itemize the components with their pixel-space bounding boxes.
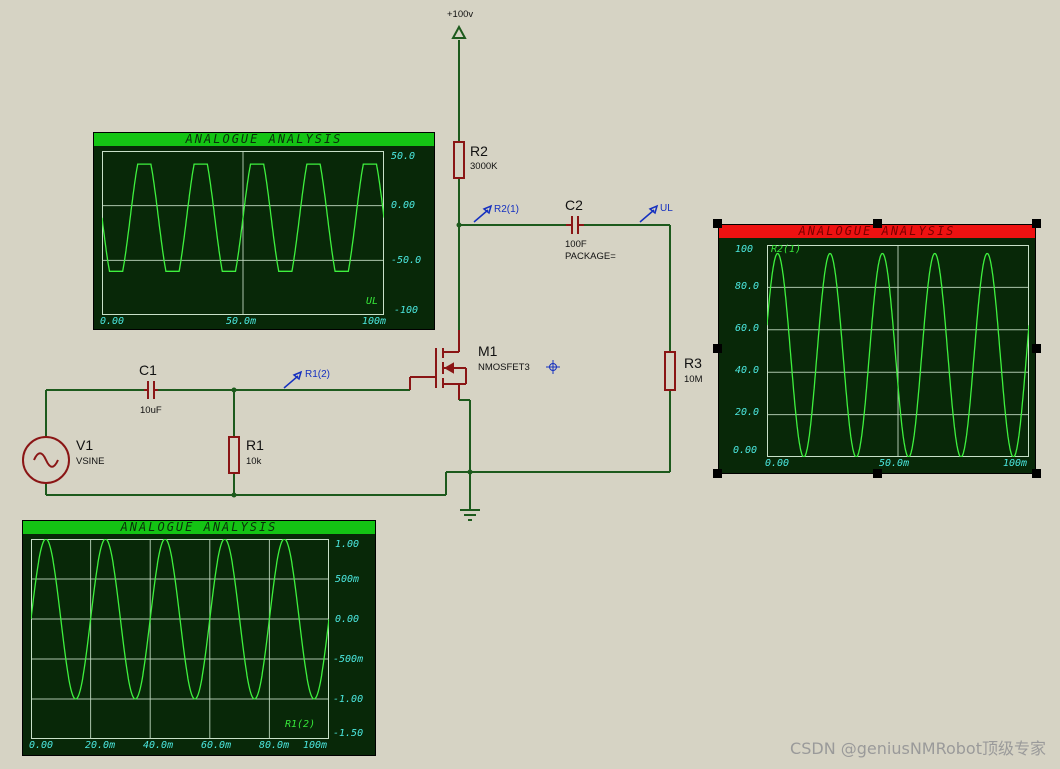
scope-r1-panel[interactable]: ANALOGUE ANALYSIS 1.00 500m 0.00 -500m -… (22, 520, 376, 756)
series-label: UL (366, 296, 379, 307)
m1-mosfet[interactable] (409, 330, 467, 400)
resize-handle[interactable] (1032, 469, 1041, 478)
x-tick: 0.00 (29, 740, 54, 751)
scope-r1-title: ANALOGUE ANALYSIS (23, 521, 375, 534)
m1-source-wire (459, 399, 471, 472)
resize-handle[interactable] (873, 219, 882, 228)
v1-source[interactable] (22, 436, 70, 484)
plot-border (767, 245, 1029, 457)
y-tick: -50.0 (391, 255, 422, 266)
series-R2(1)-line (767, 252, 1029, 457)
scope-ul-panel[interactable]: ANALOGUE ANALYSIS 50.0 0.00 -50.0 -100 0… (93, 132, 435, 330)
y-tick: 1.00 (335, 539, 360, 550)
c2-package: PACKAGE= (565, 251, 616, 262)
series-UL-line (102, 163, 384, 272)
c1-name: C1 (139, 362, 157, 378)
watermark: CSDN @geniusNMRobot顶级专家 (790, 739, 1046, 758)
m1-name: M1 (478, 343, 498, 359)
y-tick: 100 (735, 244, 754, 255)
y-tick: 0.00 (733, 445, 758, 456)
r1-resistor[interactable] (228, 436, 240, 474)
scope-r1-plot (31, 539, 329, 739)
c2-capacitor[interactable] (566, 216, 584, 234)
series-label: R2(1) (771, 244, 802, 255)
junctions (231, 222, 473, 498)
resize-handle[interactable] (713, 469, 722, 478)
ground-symbol (460, 509, 480, 521)
c1-value: 10uF (140, 405, 162, 416)
x-tick: 50.0m (879, 458, 910, 469)
resize-handle[interactable] (1032, 219, 1041, 228)
c2-name: C2 (565, 197, 583, 213)
y-tick: 20.0 (735, 407, 760, 418)
x-tick: 100m (303, 740, 328, 751)
v1-name: V1 (76, 437, 94, 453)
y-tick: 80.0 (735, 281, 760, 292)
scope-r2-panel[interactable]: ANALOGUE ANALYSIS 100 80.0 60.0 40.0 20.… (718, 224, 1036, 474)
resize-handle[interactable] (873, 469, 882, 478)
resize-handle[interactable] (713, 344, 722, 353)
x-tick: 0.00 (765, 458, 790, 469)
r2-resistor[interactable] (453, 141, 465, 179)
resize-handle[interactable] (713, 219, 722, 228)
y-tick: -1.50 (333, 728, 364, 739)
x-tick: 40.0m (143, 740, 174, 751)
r1-name: R1 (246, 437, 264, 453)
scope-r2-plot (767, 245, 1029, 457)
r1-probe-label: R1(2) (305, 369, 331, 380)
r3-resistor[interactable] (664, 351, 676, 391)
y-tick: -100 (394, 305, 419, 316)
y-tick: 40.0 (735, 365, 760, 376)
r2-value: 3000K (470, 161, 498, 172)
resize-handle[interactable] (1032, 344, 1041, 353)
x-tick: 100m (1003, 458, 1028, 469)
x-tick: 80.0m (259, 740, 290, 751)
x-tick: 100m (362, 316, 387, 327)
y-tick: -1.00 (333, 694, 364, 705)
y-tick: 60.0 (735, 323, 760, 334)
supply-label: +100v (447, 9, 474, 20)
x-tick: 50.0m (226, 316, 257, 327)
y-tick: -500m (333, 654, 364, 665)
plot-border (102, 151, 384, 315)
y-tick: 0.00 (391, 200, 416, 211)
m1-value: NMOSFET3 (478, 362, 530, 373)
probe-r2-icon[interactable] (473, 204, 493, 223)
r1-value: 10k (246, 456, 262, 467)
r2-name: R2 (470, 143, 488, 159)
crosshair-icon (546, 360, 560, 374)
c2-value: 100F (565, 239, 587, 250)
ul-probe-label: UL (660, 203, 673, 214)
series-label: R1(2) (285, 719, 316, 730)
y-tick: 500m (335, 574, 360, 585)
scope-ul-plot (102, 151, 384, 315)
wires (45, 40, 671, 510)
r2-probe-label: R2(1) (494, 204, 520, 215)
r3-value: 10M (684, 374, 703, 385)
y-tick: 0.00 (335, 614, 360, 625)
c1-capacitor[interactable] (144, 381, 158, 399)
r3-name: R3 (684, 355, 702, 371)
x-tick: 0.00 (100, 316, 125, 327)
series-R1(2)-line (31, 539, 329, 700)
probe-r1-icon[interactable] (283, 370, 303, 389)
y-tick: 50.0 (391, 151, 416, 162)
v1-value: VSINE (76, 456, 105, 467)
scope-ul-title: ANALOGUE ANALYSIS (94, 133, 434, 146)
plot-border (31, 539, 329, 739)
probe-ul-icon[interactable] (639, 204, 659, 223)
x-tick: 60.0m (201, 740, 232, 751)
x-tick: 20.0m (85, 740, 116, 751)
scope-r2-title: ANALOGUE ANALYSIS (719, 225, 1035, 238)
supply-terminal[interactable] (451, 24, 467, 39)
